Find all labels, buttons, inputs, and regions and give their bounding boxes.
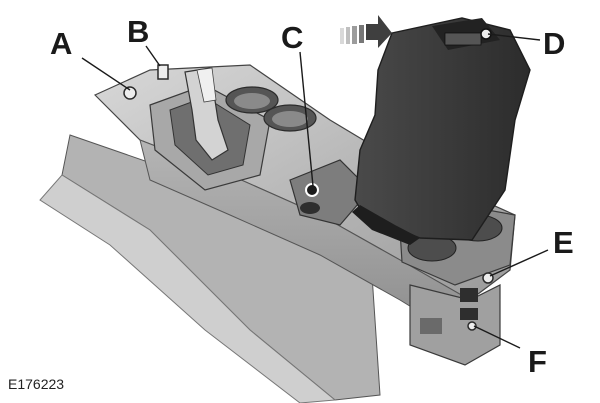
callout-e: E [553, 225, 574, 260]
callout-f: F [528, 344, 547, 379]
leader-line-c [299, 51, 314, 187]
leader-line-d [487, 33, 541, 41]
storage-c [289, 159, 371, 226]
callout-b: B [127, 14, 149, 49]
leader-line-f [473, 325, 521, 349]
armrest-lid [352, 17, 531, 245]
callout-a: A [50, 26, 72, 61]
figure-id: E176223 [8, 376, 65, 392]
arrow-open-icon [340, 15, 392, 48]
leader-line-a [81, 57, 131, 91]
rear-panel-f [409, 284, 501, 366]
leader-line-b [145, 45, 161, 67]
callout-d: D [543, 26, 565, 61]
control-b [157, 64, 169, 80]
leader-lines [81, 33, 549, 349]
control-a [123, 86, 137, 100]
leader-line-e [489, 249, 549, 277]
callout-c: C [281, 20, 303, 55]
front-cupholders [225, 86, 317, 132]
callout-letters: A B C D E F [50, 14, 574, 379]
